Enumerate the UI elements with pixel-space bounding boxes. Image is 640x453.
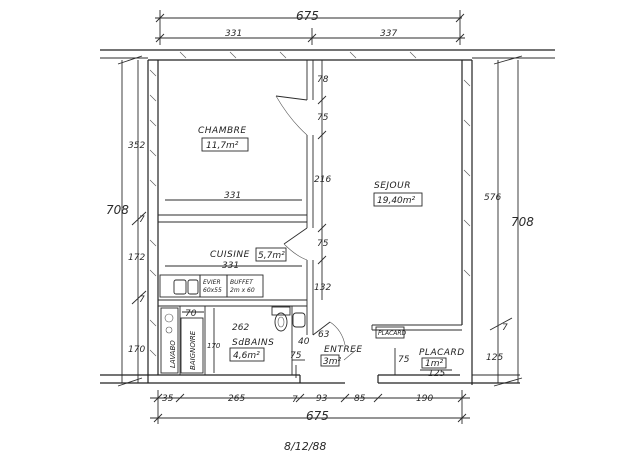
dim-mid-132: 132 (314, 283, 331, 293)
sejour-name: SEJOUR (374, 181, 411, 191)
left-dimensions: 352 708 7 172 7 170 (106, 55, 147, 387)
chambre-area: 11,7m² (206, 141, 239, 151)
placard-name: PLACARD (419, 348, 465, 358)
kitchen-fixtures: EVIER 60x55 BUFFET 2m x 60 (159, 274, 264, 298)
room-sdbains: LAVABO BAIGNOIRE 70 170 262 SdBAINS 4,6m… (160, 306, 330, 378)
dim-cuisine-width: 331 (222, 261, 239, 271)
room-entree: ENTREE 3m² (320, 345, 363, 367)
placard-box-label: PLACARD (378, 330, 407, 337)
dim-mid-75a: 75 (317, 113, 329, 123)
room-cuisine: CUISINE 5,7m² 331 (165, 247, 302, 271)
dim-bottom-7: 7 (292, 395, 298, 405)
right-dimensions: 576 708 7 125 (484, 55, 534, 387)
dim-bath-70: 70 (185, 309, 197, 319)
room-placard: PLACARD 75 PLACARD 1m² 125 (375, 326, 465, 379)
sdbains-name: SdBAINS (232, 338, 274, 348)
sdbains-area: 4,6m² (233, 351, 260, 361)
doors (275, 95, 346, 346)
dim-left-7a: 7 (139, 215, 145, 225)
dim-bottom-93: 93 (316, 394, 328, 404)
cuisine-area: 5,7m² (258, 251, 285, 261)
dim-right-576: 576 (484, 193, 501, 203)
entree-area: 3m² (323, 357, 341, 367)
top-dimensions: 675 331 337 (155, 9, 465, 45)
dim-bottom-total: 675 (306, 409, 329, 423)
evier-label: EVIER (203, 279, 221, 286)
room-chambre: CHAMBRE 11,7m² 331 (165, 126, 302, 201)
placard-area: 1m² (425, 359, 443, 369)
sejour-area: 19,40m² (377, 196, 416, 206)
interior-walls (158, 60, 462, 375)
dim-mid-78: 78 (317, 75, 329, 85)
dim-top-left: 331 (225, 29, 242, 39)
dim-left-7b: 7 (139, 295, 145, 305)
dim-bath-63: 63 (318, 330, 330, 340)
baignoire-label: BAIGNOIRE (189, 330, 197, 370)
dim-right-125: 125 (486, 353, 503, 363)
dim-right-7: 7 (502, 323, 508, 333)
dim-bottom-85: 85 (354, 394, 366, 404)
dim-top-total: 675 (296, 9, 319, 23)
dim-top-right: 337 (380, 29, 397, 39)
bottom-dimensions: 35 265 7 93 85 190 675 (150, 390, 470, 424)
chambre-name: CHAMBRE (198, 126, 247, 136)
dim-left-172: 172 (128, 253, 145, 263)
entree-name: ENTREE (324, 345, 363, 355)
dim-bottom-190: 190 (416, 394, 433, 404)
dim-bath-262: 262 (232, 323, 249, 333)
dim-mid-216: 216 (314, 175, 331, 185)
dim-bath-170: 170 (207, 342, 221, 350)
bath-small-label: LAVABO (169, 340, 177, 368)
buffet-label: BUFFET (230, 279, 254, 286)
buffet-size: 2m x 60 (230, 287, 255, 294)
dim-right-total: 708 (511, 215, 534, 229)
dim-left-total: 708 (106, 203, 129, 217)
dim-left-170: 170 (128, 345, 145, 355)
interior-vertical-dims: 78 75 216 75 132 (314, 60, 331, 300)
dim-bottom-35: 35 (162, 394, 174, 404)
dim-chambre-width: 331 (224, 191, 241, 201)
room-sejour: SEJOUR 19,40m² (373, 181, 423, 207)
dim-placard-125: 125 (428, 369, 445, 379)
dim-bath-75: 75 (290, 351, 302, 361)
drawing-date: 8/12/88 (284, 440, 326, 453)
dim-bottom-265: 265 (228, 394, 245, 404)
dim-placard-75: 75 (398, 355, 410, 365)
evier-size: 60x55 (203, 287, 222, 294)
dim-bath-40: 40 (298, 337, 310, 347)
dim-left-352: 352 (128, 141, 145, 151)
cuisine-name: CUISINE (210, 250, 250, 260)
dim-mid-75b: 75 (317, 239, 329, 249)
